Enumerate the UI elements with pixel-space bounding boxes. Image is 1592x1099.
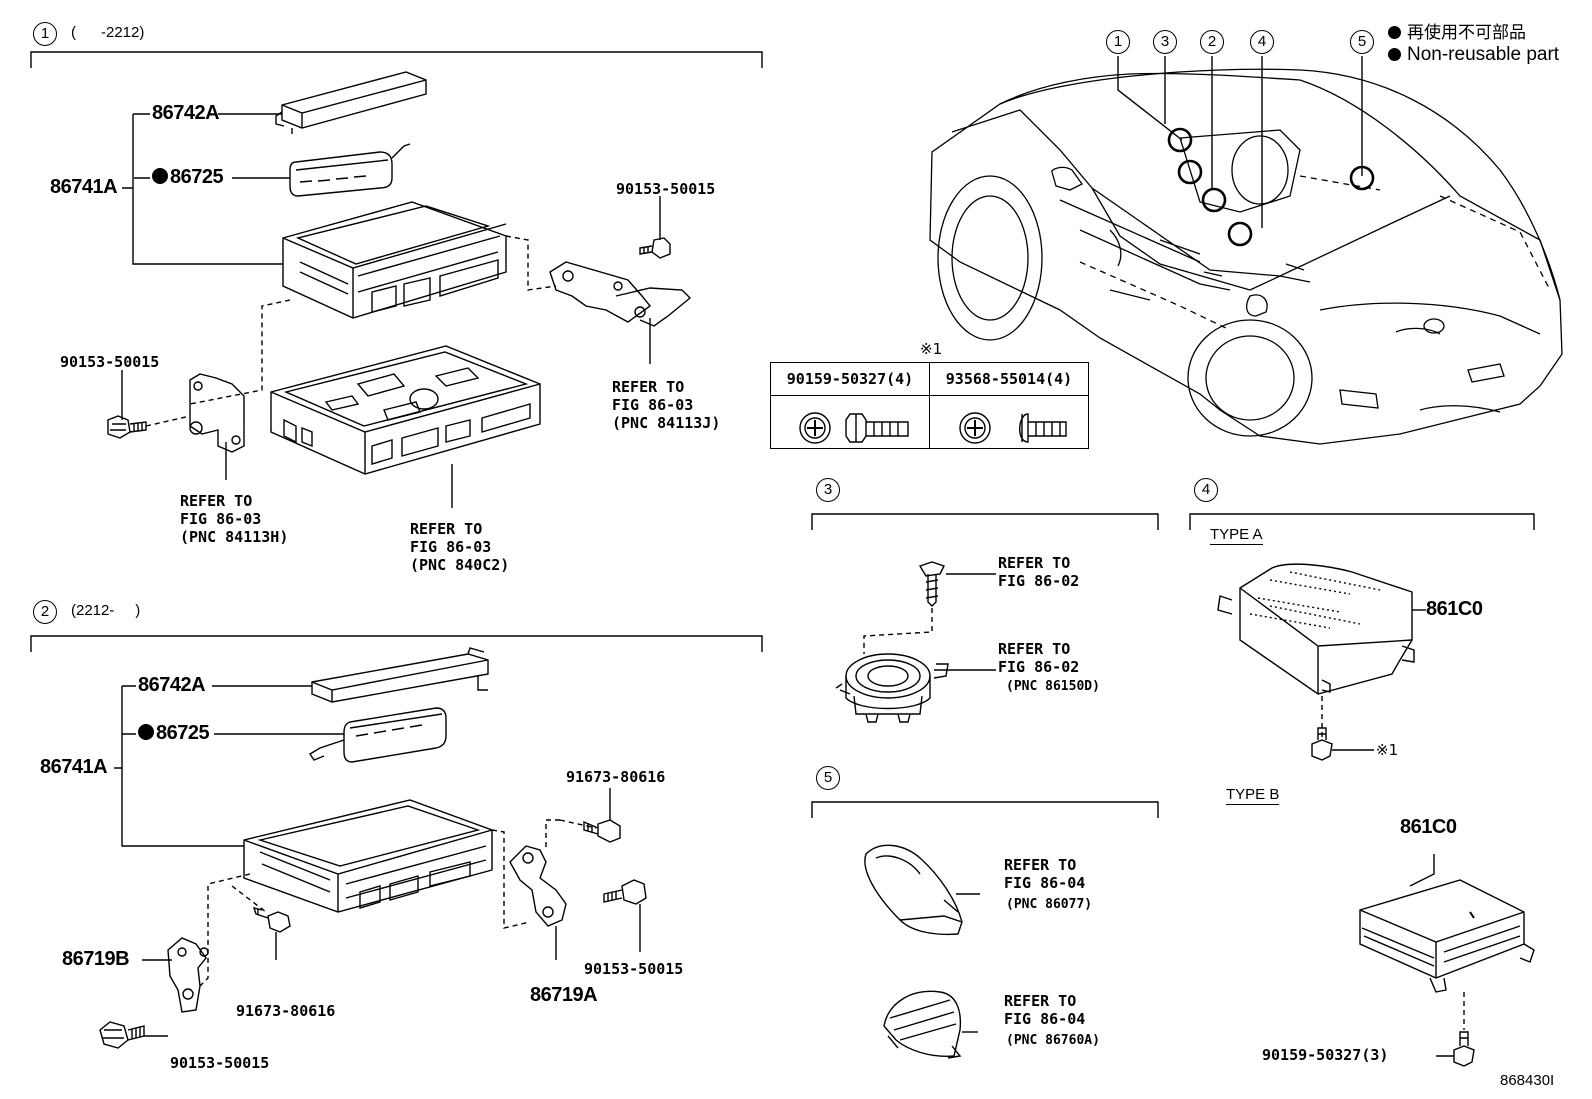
s3-screw [918, 561, 945, 607]
s2-part-86725: 86725 [138, 723, 210, 743]
s1-bracket-right [549, 261, 692, 327]
section-3-bracket [811, 513, 1159, 530]
non-reusable-dot-icon [1388, 26, 1401, 39]
non-reusable-dot-icon [152, 168, 168, 184]
s2-bolt-mr [603, 879, 647, 905]
s4-part-a: 861C0 [1426, 598, 1483, 620]
s1-bolt-left [107, 415, 147, 439]
car-callout-4: 4 [1250, 30, 1274, 54]
car-mounting-markers [1167, 127, 1375, 247]
figure-id: 868430I [1500, 1072, 1555, 1089]
s4-type-a-label: TYPE A [1210, 526, 1263, 545]
s2-part-86719a: 86719A [530, 984, 598, 1006]
car-callout-2: 2 [1200, 30, 1224, 54]
section-1-bracket [30, 51, 763, 68]
s1-tuner-frame [282, 201, 507, 319]
section-5-bracket [811, 801, 1159, 818]
s2-bracket-86719b [167, 937, 209, 1013]
s5-pnc-top: (PNC 86077) [1006, 897, 1093, 912]
s2-bolt-bl-label: 90153-50015 [170, 1054, 270, 1072]
s3-speaker [835, 653, 949, 723]
s1-ref-right: REFER TO FIG 86-03 (PNC 84113J) [612, 378, 721, 432]
s4-bolt-b-label: 90159-50327(3) [1262, 1046, 1389, 1064]
s2-bolt-tr [583, 819, 621, 843]
s3-ref-top: REFER TO FIG 86-02 [998, 554, 1080, 590]
s2-part-86742a: 86742A [138, 674, 206, 696]
section-2-bracket [30, 635, 763, 652]
s1-part-86725: 86725 [152, 167, 224, 187]
table-col1-header: 90159-50327(4) [770, 362, 930, 396]
section-5-number: 5 [816, 766, 840, 790]
s5-antenna-base [883, 990, 962, 1059]
s2-bolt-bl [99, 1021, 145, 1049]
s1-module-86725 [289, 143, 411, 197]
car-callout-5: 5 [1350, 30, 1374, 54]
car-callout-1: 1 [1106, 30, 1130, 54]
s1-part-86741a: 86741A [50, 176, 118, 198]
non-reusable-dot-icon [138, 724, 154, 740]
fastener-table: 90159-50327(4) 93568-55014(4) [770, 362, 1089, 449]
car-outline [929, 68, 1563, 445]
s1-part-86742a: 86742A [152, 102, 220, 124]
non-reusable-dot-icon [1388, 48, 1401, 61]
s4-module-type-a [1217, 563, 1415, 695]
legend-japanese: 再使用不可部品 [1388, 18, 1526, 43]
s2-bolt-ml [252, 907, 291, 933]
s2-tuner-unit [243, 799, 493, 913]
s1-ref-left: REFER TO FIG 86-03 (PNC 84113H) [180, 492, 289, 546]
s2-bolt-ml-label: 91673-80616 [236, 1002, 336, 1020]
table-col2-header: 93568-55014(4) [929, 362, 1089, 396]
s2-cover-86742a [311, 647, 489, 703]
section-1-range: ( -2212) [71, 24, 145, 41]
s2-module-86725 [309, 707, 447, 763]
s1-cover-86742a [275, 71, 427, 134]
legend-english: Non-reusable part [1388, 44, 1559, 66]
section-4-number: 4 [1194, 478, 1218, 502]
s2-bolt-tr-label: 91673-80616 [566, 768, 666, 786]
s2-part-86719b: 86719B [62, 948, 130, 970]
s1-base-box [270, 345, 541, 475]
section-1-number: 1 [33, 22, 57, 46]
table-col2-glyph-cell [929, 395, 1089, 449]
s5-pnc-bot: (PNC 86760A) [1006, 1033, 1100, 1048]
s1-bracket-left [189, 373, 245, 453]
section-3-number: 3 [816, 478, 840, 502]
s4-module-type-b [1359, 879, 1535, 993]
table-note-mark: ※1 [920, 340, 943, 358]
s4-bolt-b [1453, 1031, 1475, 1067]
table-col1-glyph-cell [770, 395, 930, 449]
s3-ref-mid: REFER TO FIG 86-02 [998, 640, 1080, 676]
s2-bolt-mr-label: 90153-50015 [584, 960, 684, 978]
s2-bracket-86719a [509, 845, 567, 927]
s1-bolt-right-label: 90153-50015 [616, 180, 716, 198]
s3-pnc-mid: (PNC 86150D) [1006, 679, 1100, 694]
s5-ref-top: REFER TO FIG 86-04 [1004, 856, 1086, 892]
car-callout-3: 3 [1153, 30, 1177, 54]
s1-bolt-right [639, 237, 671, 259]
s4-note-a: ※1 [1376, 741, 1399, 759]
section-4-bracket [1189, 513, 1535, 530]
s1-bolt-left-label: 90153-50015 [60, 353, 160, 371]
section-2-range: (2212- ) [71, 602, 141, 619]
s5-ref-bot: REFER TO FIG 86-04 [1004, 992, 1086, 1028]
s1-ref-center: REFER TO FIG 86-03 (PNC 840C2) [410, 520, 510, 574]
s4-part-b: 861C0 [1400, 816, 1457, 838]
section-2-number: 2 [33, 600, 57, 624]
s4-bolt-a [1311, 727, 1333, 761]
s2-part-86741a: 86741A [40, 756, 108, 778]
s4-type-b-label: TYPE B [1226, 786, 1280, 805]
s5-antenna-cover [864, 844, 963, 936]
